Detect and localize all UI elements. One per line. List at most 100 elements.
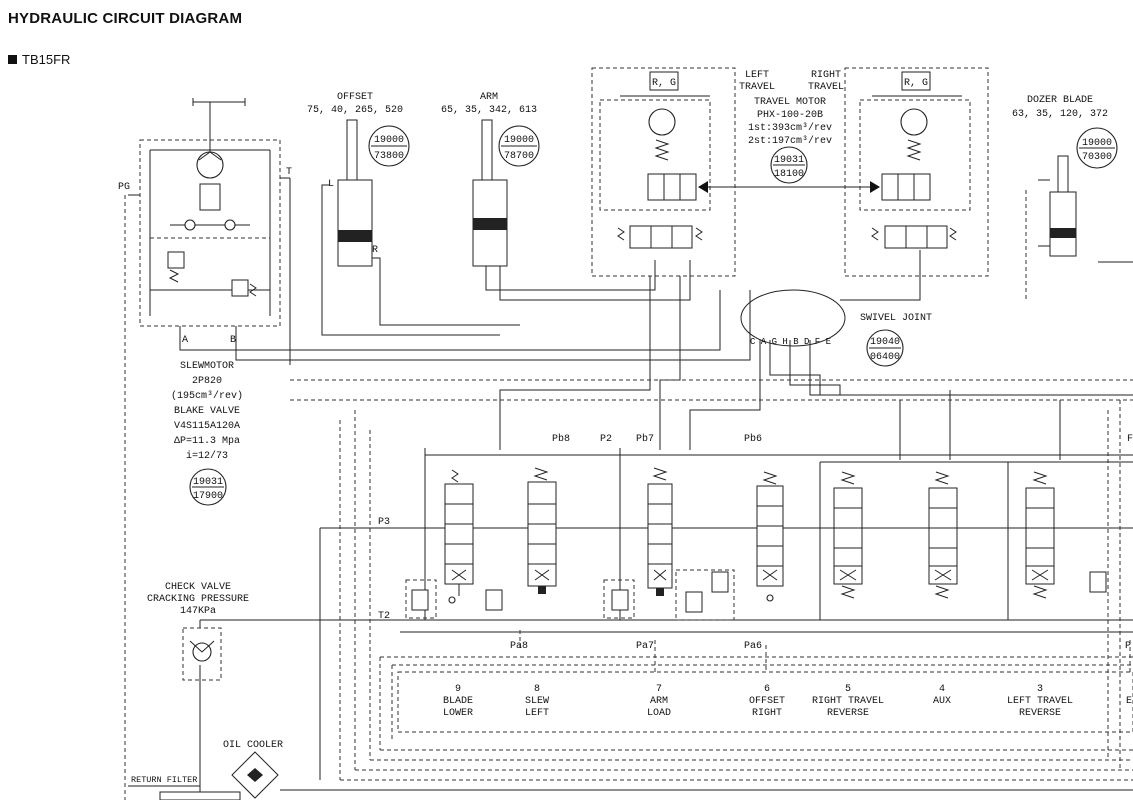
offset-title: OFFSET: [337, 92, 373, 103]
swivel-joint: SWIVEL JOINT 19040 06400 C A G H B D F E: [740, 289, 932, 367]
section-3-line2: REVERSE: [1019, 708, 1061, 719]
section-8-num: 8: [534, 684, 540, 695]
left-travel-1: LEFT: [745, 70, 769, 81]
dozer-title-2: 63, 35, 120, 372: [1012, 109, 1108, 120]
section-5-line2: REVERSE: [827, 708, 869, 719]
arm-title: ARM: [480, 92, 498, 103]
right-travel-1: RIGHT: [811, 70, 841, 81]
travel-speed-1: 1st:393cm³/rev: [748, 122, 832, 134]
section-labels: 9 BLADE LOWER 8 SLEW LEFT 7 ARM LOAD 6 O…: [443, 684, 1132, 719]
section-6-line1: OFFSET: [749, 696, 785, 707]
travel-part-bottom: 18100: [774, 169, 804, 180]
section-8-line2: LEFT: [525, 708, 549, 719]
spec-line-6: ΔP=11.3 Mpa: [174, 436, 240, 447]
section-4-line1: AUX: [933, 696, 951, 707]
spec-line-4: BLAKE VALVE: [174, 406, 240, 417]
arm-cylinder: ARM 65, 35, 342, 613 19000 78700: [441, 92, 540, 267]
pilot-port-labels: Pb8 P2 Pb7 Pb6 F P3 T2 Pa8 Pa7 Pa6 P: [378, 433, 1133, 652]
label-pb6: Pb6: [744, 433, 762, 445]
label-f: F: [1127, 434, 1133, 445]
section-5-line1: RIGHT TRAVEL: [812, 696, 884, 707]
travel-motor-model: PHX-100-20B: [757, 110, 823, 121]
return-filter: RETURN FILTER: [128, 775, 241, 800]
section-3-line1: LEFT TRAVEL: [1007, 696, 1073, 707]
relief-valves: [405, 569, 1107, 621]
check-valve-line-1: CHECK VALVE: [165, 582, 231, 593]
offset-dims: 75, 40, 265, 520: [307, 105, 403, 116]
port-t: T: [286, 167, 292, 178]
left-rg: R, G: [652, 78, 676, 89]
check-valve: CHECK VALVE CRACKING PRESSURE 147KPa: [147, 582, 249, 681]
right-travel-2: TRAVEL: [808, 82, 844, 93]
slewmotor-specs: SLEWMOTOR 2P820 (195cm³/rev) BLAKE VALVE…: [171, 361, 243, 506]
offset-port-l: L: [328, 179, 334, 190]
section-5-num: 5: [845, 684, 851, 695]
dozer-title-1: DOZER BLADE: [1027, 95, 1093, 106]
travel-part-top: 19031: [774, 155, 804, 166]
arm-part-bottom: 78700: [504, 151, 534, 162]
section-9-line2: LOWER: [443, 708, 473, 719]
section-7-line2: LOAD: [647, 708, 671, 719]
return-filter-label: RETURN FILTER: [131, 775, 197, 785]
spec-line-7: i=12/73: [186, 450, 228, 462]
page-title: HYDRAULIC CIRCUIT DIAGRAM: [8, 10, 243, 27]
spool-5: [833, 471, 863, 599]
label-p: P: [1125, 641, 1131, 652]
port-b: B: [230, 335, 236, 346]
section-9-num: 9: [455, 684, 461, 695]
left-travel-2: TRAVEL: [739, 82, 775, 93]
right-rg: R, G: [904, 78, 928, 89]
label-pa6: Pa6: [744, 641, 762, 652]
offset-cylinder: OFFSET 75, 40, 265, 520 L R 19000 73800: [307, 92, 410, 267]
slew-part-top: 19031: [193, 477, 223, 488]
travel-motors: R, G R, G LEFT TRAVEL RIGHT TRAVEL T: [591, 67, 989, 277]
swivel-label: SWIVEL JOINT: [860, 313, 932, 324]
section-3-num: 3: [1037, 684, 1043, 695]
label-p3: P3: [378, 517, 390, 528]
offset-part-bottom: 73800: [374, 151, 404, 162]
oil-cooler-label: OIL COOLER: [223, 740, 283, 751]
swivel-ports: C A G H B D F E: [750, 337, 831, 347]
check-valve-line-2: CRACKING PRESSURE: [147, 594, 249, 605]
travel-motor-label: TRAVEL MOTOR: [754, 97, 826, 108]
oil-cooler: OIL COOLER: [223, 740, 283, 799]
spool-3: [1025, 471, 1055, 599]
slew-part-bottom: 17900: [193, 491, 223, 502]
spec-line-3: (195cm³/rev): [171, 390, 243, 402]
check-valve-line-3: 147KPa: [180, 606, 216, 617]
slew-motor-block: PG T A B: [118, 98, 292, 346]
valve-spools: [405, 467, 1107, 621]
label-pa8: Pa8: [510, 641, 528, 652]
dozer-part-top: 19000: [1082, 138, 1112, 149]
label-pb7: Pb7: [636, 433, 654, 445]
spool-9: [444, 469, 474, 604]
spool-6: [756, 471, 784, 602]
section-8-line1: SLEW: [525, 696, 549, 707]
spec-line-5: V4S115A120A: [174, 421, 240, 432]
piping: [124, 178, 1133, 800]
swivel-part-top: 19040: [870, 337, 900, 348]
section-4-num: 4: [939, 684, 945, 695]
section-6-num: 6: [764, 684, 770, 695]
section-6-line2: RIGHT: [752, 708, 782, 719]
spool-4: [928, 471, 958, 599]
swivel-part-bottom: 06400: [870, 352, 900, 363]
dozer-part-bottom: 70300: [1082, 152, 1112, 163]
model-label: TB15FR: [8, 52, 70, 67]
model-name: TB15FR: [22, 52, 71, 67]
label-t2: T2: [378, 611, 390, 622]
arm-dims: 65, 35, 342, 613: [441, 105, 537, 116]
section-7-line1: ARM: [650, 696, 668, 707]
label-pb8: Pb8: [552, 433, 570, 445]
offset-port-r: R: [372, 245, 378, 256]
spool-8: [527, 467, 557, 594]
offset-part-top: 19000: [374, 135, 404, 146]
port-a: A: [182, 335, 188, 346]
spec-line-2: 2P820: [192, 376, 222, 387]
arm-part-top: 19000: [504, 135, 534, 146]
port-pg: PG: [118, 182, 130, 193]
spool-7: [647, 467, 673, 596]
section-9-line1: BLADE: [443, 696, 473, 707]
dozer-blade: DOZER BLADE 63, 35, 120, 372 19000 70300: [1012, 95, 1133, 300]
